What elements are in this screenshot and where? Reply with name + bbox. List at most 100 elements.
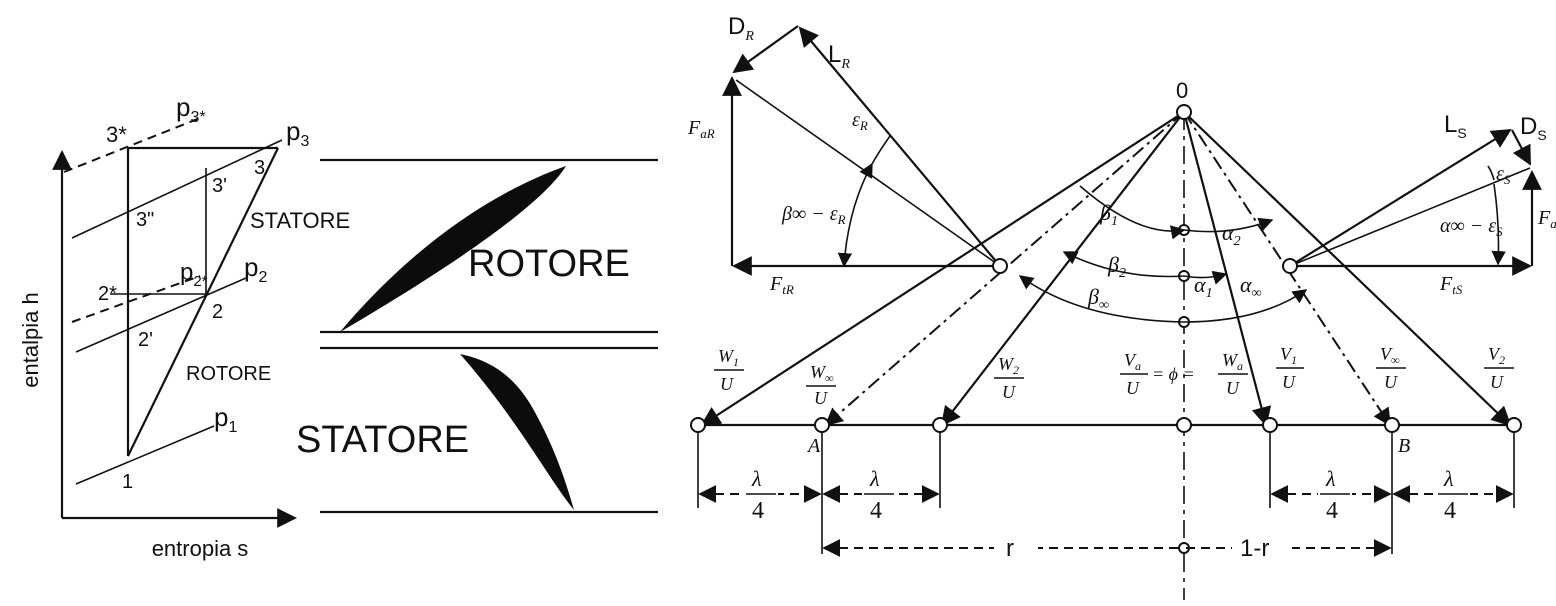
point-label-1: 1: [122, 471, 133, 493]
hs-x-axis-label: entropia s: [152, 536, 249, 561]
svg-text:U: U: [1282, 372, 1296, 392]
ratio-V2: V2 U: [1484, 344, 1514, 392]
node-V2: [1506, 417, 1522, 433]
arc-eps-stator: [1487, 165, 1495, 181]
point-label-3prime: 3': [212, 175, 227, 197]
ratio-Vinf: V∞ U: [1376, 344, 1406, 392]
rotor-drag-label: DR: [728, 13, 754, 44]
isobar-p3star: [63, 117, 201, 173]
pressure-label-p3: p3: [286, 116, 309, 150]
ray-V1: [1182, 111, 1272, 427]
angle-label-alpha2: α2: [1222, 220, 1241, 249]
lambda-label-2: λ 4: [862, 466, 896, 524]
arc-alpha-minus-eps: [1491, 183, 1506, 266]
angle-label-beta1: β1: [1099, 200, 1118, 229]
ratio-Wa: Wa U: [1218, 350, 1248, 398]
arc-beta-minus-eps: [837, 162, 873, 268]
ratio-Winf: W∞ U: [806, 362, 836, 408]
ratio-V1: V1 U: [1276, 344, 1304, 392]
stator-axial-label: FaS: [1537, 207, 1556, 231]
svg-text:V2: V2: [1488, 344, 1505, 367]
rotor-force-node: [992, 258, 1008, 274]
svg-text:W∞: W∞: [810, 362, 834, 385]
svg-text:4: 4: [870, 498, 882, 524]
node-origin: [1176, 104, 1192, 120]
point-label-3dblprime: 3": [136, 209, 154, 231]
ratio-W2: W2 U: [994, 354, 1024, 402]
isobar-p1: [75, 425, 215, 485]
reaction-label-one-minus-r: 1-r: [1240, 535, 1269, 562]
svg-text:Wa: Wa: [1222, 350, 1243, 373]
blade-label-rotore: ROTORE: [468, 243, 630, 285]
stator-drag-label: DS: [1520, 113, 1547, 143]
arc-alpha1: [1183, 270, 1228, 285]
stator-drag-force: [1511, 129, 1531, 166]
stator-alpha-minus-eps-label: α∞ − εS: [1440, 215, 1503, 239]
equals-phi: = ϕ =: [1152, 364, 1195, 384]
ray-W1: [700, 111, 1185, 427]
angle-label-beta2: β2: [1107, 252, 1126, 281]
stator-eps-label: εS: [1496, 163, 1511, 187]
stator-lift-force: [1289, 128, 1512, 267]
stator-tangential-label: FtS: [1439, 273, 1463, 297]
node-V1: [1262, 417, 1278, 433]
arc-beta2: [1062, 251, 1185, 278]
svg-text:λ: λ: [869, 466, 880, 491]
blade-sketch: ROTORE STATORE: [296, 158, 658, 514]
rotor-drag-force: [732, 25, 799, 74]
svg-text:4: 4: [752, 498, 764, 524]
ratio-Va: Va U: [1120, 350, 1148, 398]
lambda-label-3: λ 4: [1318, 466, 1352, 524]
ray-Vinf: [1183, 111, 1391, 427]
arc-alpha2: [1183, 217, 1274, 233]
svg-text:U: U: [1126, 378, 1140, 398]
svg-text:W1: W1: [718, 346, 739, 369]
rotor-force-diagram: DR LR FaR FtR εR β∞ − εR: [687, 13, 1008, 297]
svg-text:λ: λ: [751, 466, 762, 491]
origin-label: 0: [1176, 78, 1188, 103]
lambda-label-1: λ 4: [744, 466, 778, 524]
point-label-B: B: [1398, 435, 1410, 457]
pressure-label-p2: p2: [244, 252, 267, 286]
stator-resultant: [1289, 167, 1531, 267]
rotor-eps-label: εR: [852, 109, 868, 133]
rotor-blade-profile: [340, 166, 566, 332]
rotor-tangential-label: FtR: [769, 273, 794, 297]
point-label-3: 3: [254, 157, 265, 179]
svg-text:U: U: [1002, 382, 1016, 402]
hs-diagram: entalpia h entropia s 3* p3* p3 3 3' 3" …: [18, 92, 350, 561]
point-label-2prime: 2': [138, 329, 153, 351]
isobar-p2: [75, 277, 247, 353]
point-label-2: 2: [212, 301, 223, 323]
isobar-p2star: [71, 275, 201, 323]
r-label-bg: [994, 532, 1038, 562]
arc-betainf: [1018, 275, 1185, 323]
expansion-line: [127, 147, 279, 457]
arc-eps-rotor: [871, 135, 891, 165]
ratio-labels: W1 U W∞ U W2 U Va U = ϕ = Wa: [714, 344, 1514, 408]
rotor-lift-force: [798, 26, 1001, 267]
svg-text:U: U: [720, 374, 734, 394]
ray-V2: [1183, 111, 1512, 427]
one-minus-r-label-bg: [1232, 532, 1292, 562]
node-W2: [932, 417, 948, 433]
point-label-2star: 2*: [98, 283, 117, 305]
svg-text:U: U: [1490, 372, 1504, 392]
node-B: [1384, 417, 1400, 433]
pressure-label-p2star: p2*: [180, 259, 208, 290]
stator-force-diagram: LS DS εS α∞ − εS FaS FtS: [1282, 111, 1556, 297]
reaction-label-r: r: [1006, 535, 1014, 562]
arc-alphainf: [1183, 289, 1308, 323]
pressure-label-p3star: p3*: [176, 92, 206, 126]
svg-text:U: U: [814, 388, 828, 408]
pressure-label-p1: p1: [214, 402, 237, 436]
stator-lift-label: LS: [1444, 111, 1467, 141]
hs-y-axis-label: entalpia h: [18, 292, 43, 387]
angle-label-betainf: β∞: [1087, 284, 1109, 313]
blade-label-statore: STATORE: [296, 419, 469, 461]
svg-text:λ: λ: [1325, 466, 1336, 491]
lambda-label-4: λ 4: [1436, 466, 1470, 524]
svg-text:U: U: [1226, 378, 1240, 398]
angle-label-alphainf: α∞: [1240, 272, 1262, 301]
